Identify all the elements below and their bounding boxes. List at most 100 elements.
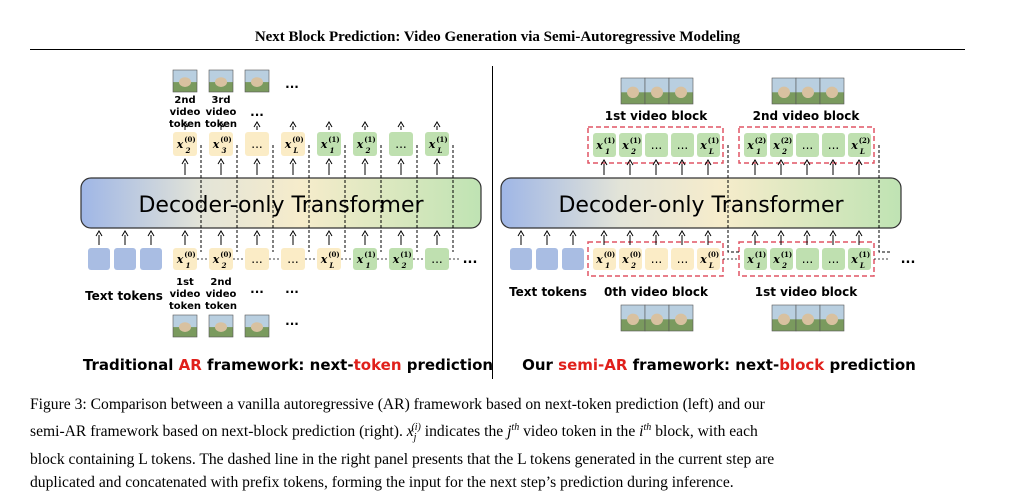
right-input-b0-token-3-label-text: ... [677,252,688,266]
right-output-b1-arrow-3-head [678,159,686,166]
left-input-token-5-label-sup: (1) [364,250,376,259]
right-framework-title: Our semi-AR framework: next-block predic… [522,356,916,374]
right-input-b0-arrow-1-head [626,230,634,237]
left-input-arrow-7-head [433,230,441,237]
left-bottom-thumb-2-ground [245,327,269,337]
left-output-up-0-head [181,121,189,128]
right-input-b0-token-1-label-sup: (0) [630,250,642,259]
right-text-tokens-label: Text tokens [509,285,587,299]
right-output-b2-token-1-label-x: x [772,139,780,152]
right-bottom-strip-1-2-ground [820,319,844,331]
right-framework-title-part-1: semi-AR [558,356,628,374]
right-input-b1-token-2-label: ... [802,252,813,266]
left-top-label-0-a: 2nd [174,95,195,106]
right-input-b1-token-0-label-x: x [746,253,754,266]
left-output-token-0 [173,132,197,156]
left-top-thumb-2-dog [251,77,263,87]
right-input-b0-arrow-0-head [600,230,608,237]
right-input-b0-token-2-label-text: ... [651,252,662,266]
left-bottom-thumb-1 [208,314,234,338]
right-bottom-strip-0-1-ground [645,319,669,331]
right-input-b1-token-4-label-sup: (1) [859,250,871,259]
right-input-b1-arrow-2-head [803,230,811,237]
right-output-b2-token-0-label-sup: (2) [755,136,767,145]
left-bottom-label-ellipsis: ... [250,282,264,296]
right-output-block1-box [587,126,724,164]
right-top-strip-0-0-ground [621,92,645,104]
left-bottom-label-ellipsis-2: ... [285,282,299,296]
right-input-b1-token-0 [744,248,767,270]
left-text-token-2 [140,248,162,270]
right-text-token-2 [562,248,584,270]
page-header-title: Next Block Prediction: Video Generation … [254,29,741,45]
right-top-strip-0-1-ground [645,92,669,104]
right-top-strip-1-0 [771,77,797,105]
right-output-b1-token-4-label-x: x [699,139,707,152]
left-framework-title-part-0: Traditional [83,356,179,374]
right-input-b0-arrow-4-head [704,230,712,237]
right-bottom-strip-0-0 [620,304,646,332]
left-input-arrow-4-head [325,230,333,237]
left-output-token-4-label-x: x [320,138,328,151]
left-output-token-7-label-sup: (1) [436,135,448,144]
left-input-token-1 [209,248,233,270]
left-input-token-2 [245,248,269,270]
right-top-strip-1-0-ground [772,92,796,104]
left-output-token-2-label-text: ... [251,137,262,151]
right-bottom-strip-0-2-frame [668,304,694,332]
right-output-b2-token-0 [744,133,767,157]
right-output-b2-token-4 [848,133,871,157]
right-output-b2-token-4-label-x: x [850,139,858,152]
left-input-token-4-label-x: x [320,253,328,266]
left-top-thumb-2 [244,69,270,93]
right-top-strip-1-1-ground [796,92,820,104]
right-output-b1-token-0 [593,133,616,157]
right-output-b2-token-0-label-sub: 1 [756,147,761,156]
left-bottom-thumb-1-ground [209,327,233,337]
left-output-token-4-label-sub: 1 [330,146,335,155]
right-output-b1-token-0-label-x: x [595,139,603,152]
left-input-token-4-label-sup: (0) [328,250,340,259]
right-text-token-0 [510,248,532,270]
left-bottom-thumb-0-dog [179,322,191,332]
left-text-arrow-2-head [147,230,155,237]
right-input-b0-token-1-label-sub: 2 [630,261,636,270]
right-output-b1-token-2 [645,133,668,157]
left-bottom-label-0-a: 1st [176,277,194,288]
right-input-b1-token-1-label-x: x [772,253,780,266]
left-bottom-thumb-1-frame [208,314,234,338]
left-input-token-4 [317,248,341,270]
left-output-token-1-label-x: x [212,138,220,151]
right-top-strip-1-2 [819,77,845,105]
left-output-token-6 [389,132,413,156]
right-bottom-strip-1-1-ground [796,319,820,331]
left-bottom-thumb-0-ground [173,327,197,337]
right-input-b1-arrow-1-head [777,230,785,237]
left-output-token-5-label-sub: 2 [365,146,371,155]
left-top-thumb-1-frame [208,69,234,93]
right-output-b1-arrow-0-head [600,159,608,166]
left-input-token-2-label-text: ... [251,252,262,266]
left-bottom-thumb-2-dog [251,322,263,332]
right-output-b1-token-3 [671,133,694,157]
right-output-b1-arrow-4-head [704,159,712,166]
right-output-block2-box [738,126,875,164]
caption-line-2-d: block, with each [651,422,758,440]
right-bottom-strip-0-2 [668,304,694,332]
left-input-token-0-label-sup: (0) [184,250,196,259]
left-framework-title-part-2: framework: next- [202,356,354,374]
caption-math-i: ith [639,421,652,440]
left-input-arrow-0-head [181,230,189,237]
right-framework-title-part-2: framework: next- [627,356,779,374]
right-bottom-strip-1-0-dog [778,313,790,326]
left-output-token-0-label-sub: 2 [185,146,191,155]
right-top-strip-0-0 [620,77,646,105]
left-top-thumb-1 [208,69,234,93]
